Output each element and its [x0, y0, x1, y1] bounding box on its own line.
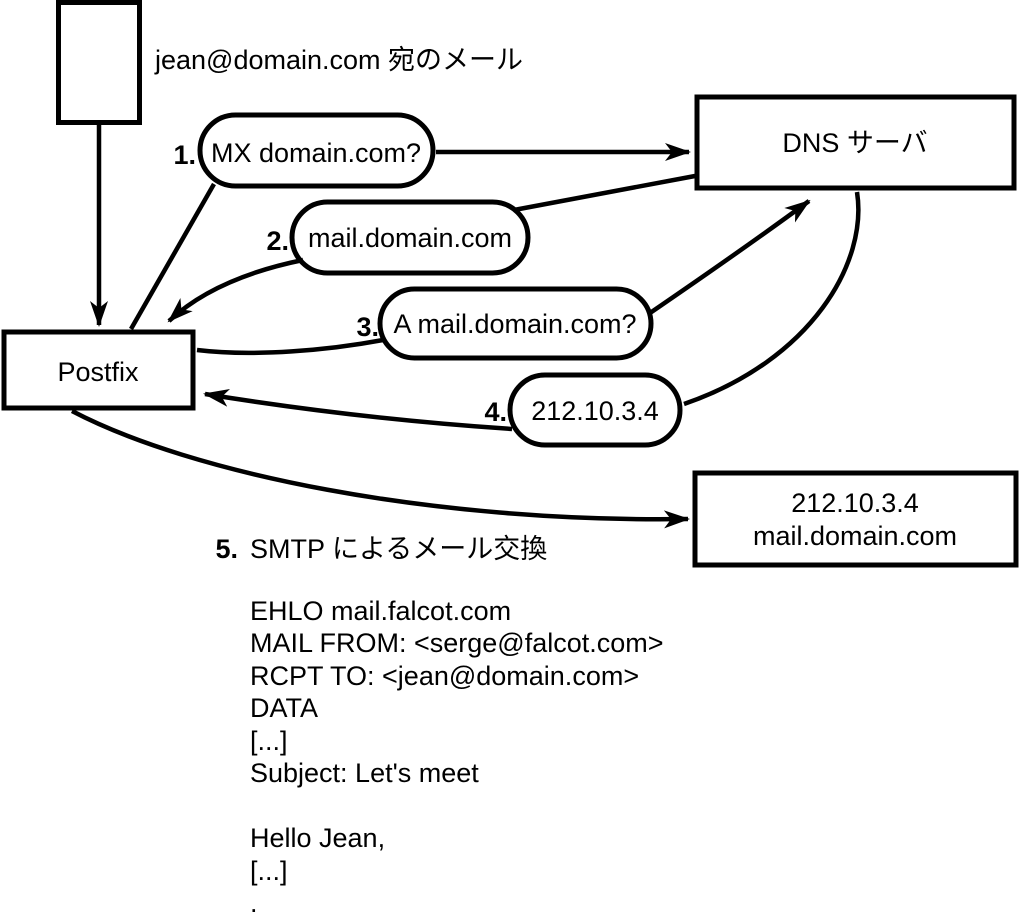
step5-number: 5. [215, 534, 238, 564]
smtp-exchange-arrow [70, 409, 690, 529]
smtp-line: Subject: Let's meet [250, 758, 479, 788]
smtp-line: EHLO mail.falcot.com [250, 596, 511, 626]
mail-message-node [56, 0, 142, 125]
smtp-line: DATA [250, 693, 318, 723]
step3-label: A mail.domain.com? [393, 309, 636, 339]
smtp-line: MAIL FROM: <serge@falcot.com> [250, 628, 664, 658]
smtp-line: [...] [250, 856, 288, 886]
step2-number: 2. [266, 226, 289, 256]
mail-server-ip-label: 212.10.3.4 [791, 488, 919, 518]
mail-server-node [692, 470, 1019, 568]
query3-line-postfix-to-pill [196, 337, 384, 356]
smtp-line: RCPT TO: <jean@domain.com> [250, 661, 639, 691]
smtp-line: Hello Jean, [250, 823, 385, 853]
step4-label: 212.10.3.4 [531, 396, 659, 426]
step2-label: mail.domain.com [308, 223, 512, 253]
step1-number: 1. [173, 140, 196, 170]
step3-pill [377, 286, 654, 361]
smtp-line: [...] [250, 726, 288, 756]
step1-pill [197, 112, 436, 189]
step2-pill [289, 199, 531, 276]
smtp-line: . [250, 888, 258, 918]
step4-pill [507, 372, 683, 448]
query3-arrow-to-dns [648, 199, 811, 315]
step5-label: SMTP によるメール交換 [250, 534, 547, 564]
query1-line-postfix-to-pill [129, 182, 216, 331]
step3-number: 3. [356, 312, 379, 342]
postfix-node [1, 329, 196, 411]
step1-label: MX domain.com? [211, 138, 421, 168]
response2-arrow-to-postfix [167, 257, 304, 323]
dns-server-label: DNS サーバ [782, 128, 927, 158]
postfix-label: Postfix [57, 357, 139, 387]
step4-number: 4. [484, 397, 507, 427]
mail-server-host-label: mail.domain.com [753, 521, 957, 551]
mail-note-label: jean@domain.com 宛のメール [154, 45, 523, 75]
smtp-session-text: EHLO mail.falcot.com MAIL FROM: <serge@f… [250, 596, 664, 918]
response4-arrow-to-postfix [203, 388, 513, 432]
response2-line-dns-to-pill [513, 173, 696, 213]
dns-server-node [694, 94, 1017, 191]
response4-line-dns-to-pill [683, 191, 861, 407]
